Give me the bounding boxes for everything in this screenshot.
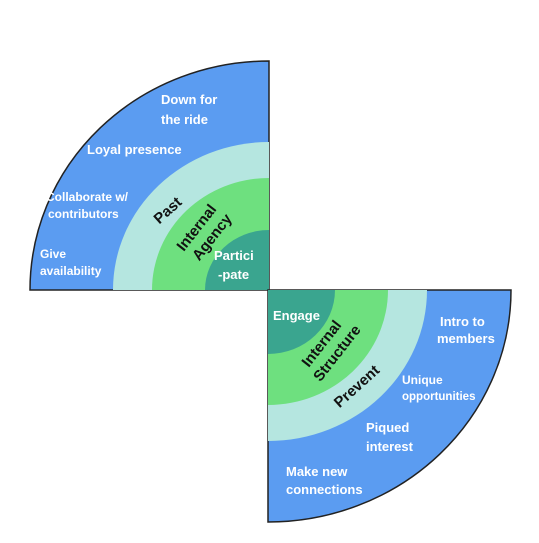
top-left-core-label-line-1: Partici [214, 248, 254, 263]
bottom-right-outer-label-1: Intro to members [437, 314, 495, 346]
bottom-right-outer-label-4: Make new connections [286, 464, 363, 497]
bottom-right-outer-label-2-line-1: Unique [402, 373, 443, 387]
top-left-outer-label-2: Loyal presence [87, 142, 182, 157]
bottom-right-core [268, 290, 335, 354]
top-left-outer-label-3: Collaborate w/ contributors [46, 190, 131, 221]
top-left-outer-label-1: Down for the ride [161, 92, 221, 127]
top-left-outer-label-4-line-2: availability [40, 264, 102, 278]
top-left-outer-label-3-line-2: contributors [48, 207, 119, 221]
top-left-outer-label-1-line-2: the ride [161, 112, 208, 127]
bottom-right-quadrant: Engage Internal Structure Prevent Intro … [267, 289, 512, 523]
bottom-right-core-label: Engage [273, 308, 320, 323]
top-left-outer-label-4-line-1: Give [40, 247, 66, 261]
bottom-right-outer-label-1-line-2: members [437, 331, 495, 346]
top-left-core [205, 230, 269, 290]
bottom-right-outer-label-2: Unique opportunities [402, 373, 475, 403]
top-left-outer-label-1-line-1: Down for [161, 92, 217, 107]
top-left-core-label: Partici -pate [214, 248, 257, 282]
bottom-right-outer-label-4-line-2: connections [286, 482, 363, 497]
bottom-right-outer-label-4-line-1: Make new [286, 464, 348, 479]
bottom-right-outer-label-1-line-1: Intro to [440, 314, 485, 329]
top-left-outer-label-3-line-1: Collaborate w/ [46, 190, 129, 204]
top-left-outer-label-4: Give availability [40, 247, 102, 278]
bottom-right-outer-label-3-line-2: interest [366, 439, 414, 454]
bottom-right-outer-label-2-line-2: opportunities [402, 391, 475, 403]
bottom-right-outer-label-3: Piqued interest [366, 420, 414, 454]
bottom-right-outer-label-3-line-1: Piqued [366, 420, 409, 435]
top-left-quadrant: Down for the ride Loyal presence Collabo… [29, 60, 270, 291]
top-left-core-label-line-2: -pate [218, 267, 249, 282]
